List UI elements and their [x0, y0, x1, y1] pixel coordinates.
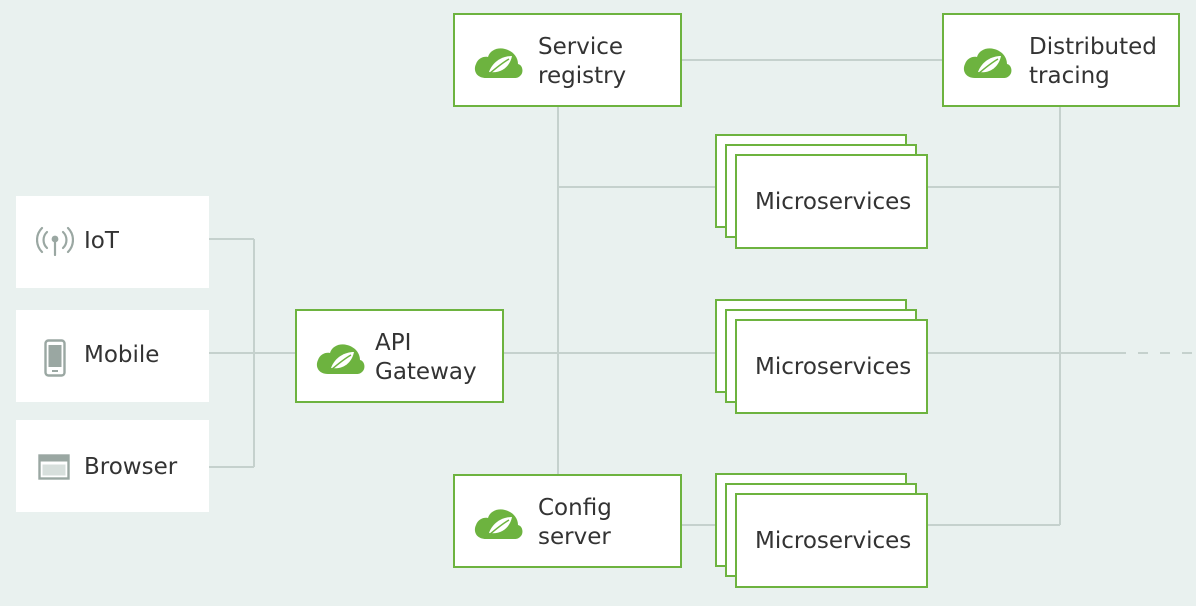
spring-leaf-icon — [474, 48, 523, 78]
client-iot: IoT — [16, 196, 209, 288]
microservices-card: Microservices — [735, 319, 928, 414]
config-server-box: Config server — [453, 474, 682, 568]
client-mobile: Mobile — [16, 310, 209, 402]
microservices-card: Microservices — [735, 154, 928, 249]
microservices-label: Microservices — [755, 528, 912, 554]
distributed-tracing-label: Distributed tracing — [1029, 34, 1157, 89]
service-registry-label: Service registry — [538, 34, 627, 89]
spring-leaf-icon — [316, 344, 365, 374]
api-gateway-label: API Gateway — [375, 330, 477, 385]
microservices-label: Microservices — [755, 189, 912, 215]
browser-window-icon — [38, 454, 70, 480]
microservices-card: Microservices — [735, 493, 928, 588]
antenna-icon — [36, 226, 74, 256]
client-browser: Browser — [16, 420, 209, 512]
api-gateway-box: API Gateway — [295, 309, 504, 403]
distributed-tracing-box: Distributed tracing — [942, 13, 1180, 107]
client-browser-label: Browser — [84, 454, 178, 480]
config-server-label: Config server — [538, 495, 612, 550]
spring-leaf-icon — [963, 48, 1012, 78]
microservices-label: Microservices — [755, 354, 912, 380]
client-mobile-label: Mobile — [84, 342, 160, 368]
phone-icon — [44, 339, 66, 377]
spring-leaf-icon — [474, 509, 523, 539]
service-registry-box: Service registry — [453, 13, 682, 107]
client-iot-label: IoT — [84, 228, 119, 254]
